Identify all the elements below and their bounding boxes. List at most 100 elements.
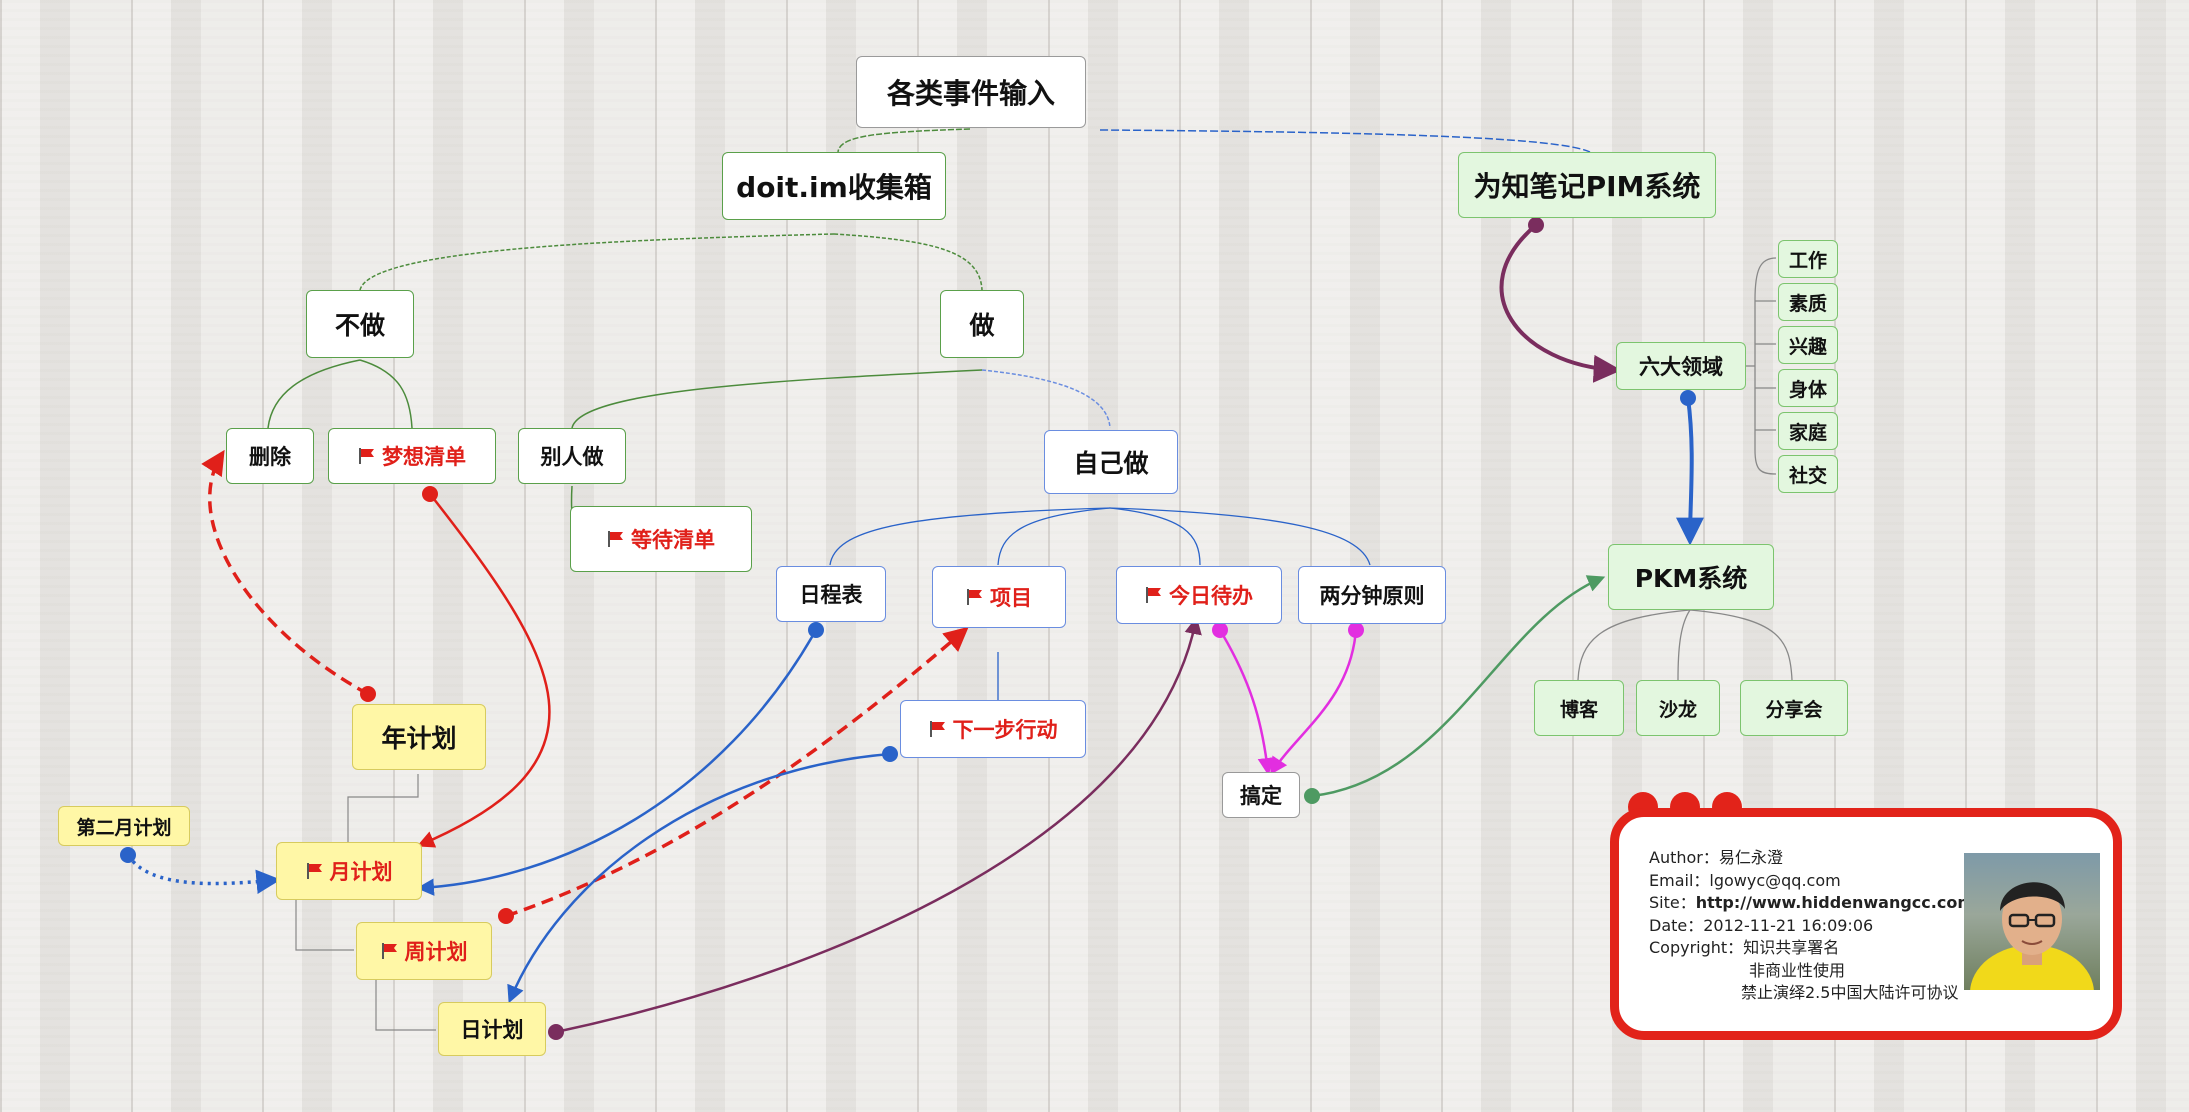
node-label: 搞定 — [1240, 784, 1282, 808]
arrow-twomin-to-done — [1270, 629, 1358, 775]
node-label: 删除 — [249, 445, 291, 469]
node-do[interactable]: 做 — [940, 290, 1024, 358]
node-week-plan[interactable]: 周计划 — [356, 922, 492, 980]
node-label: 周计划 — [404, 940, 468, 964]
arrow-week-to-project — [505, 626, 969, 918]
author-info-text: Author：易仁永澄 Email：lgowyc@qq.com Site：htt… — [1649, 847, 1974, 1005]
node-share-meeting[interactable]: 分享会 — [1740, 680, 1848, 736]
dot-day — [548, 1024, 564, 1040]
copyright-row: 禁止演绎2.5中国大陆许可协议 — [1649, 982, 1974, 1005]
node-project[interactable]: 项目 — [932, 566, 1066, 628]
node-label: 六大领域 — [1639, 355, 1723, 379]
node-feb-plan[interactable]: 第二月计划 — [58, 806, 190, 846]
author-portrait-icon — [1970, 882, 2094, 990]
node-done[interactable]: 搞定 — [1222, 772, 1300, 818]
date-row: Date：2012-11-21 16:09:06 — [1649, 915, 1974, 938]
node-area-interest[interactable]: 兴趣 — [1778, 326, 1838, 364]
node-root-events-input[interactable]: 各类事件输入 — [856, 56, 1086, 128]
node-area-social[interactable]: 社交 — [1778, 455, 1838, 493]
node-label: 素质 — [1788, 292, 1827, 315]
node-label: 自己做 — [1073, 449, 1149, 478]
node-label: 下一步行动 — [952, 718, 1058, 742]
node-year-plan[interactable]: 年计划 — [352, 704, 486, 770]
node-label: 两分钟原则 — [1319, 584, 1425, 608]
node-area-work[interactable]: 工作 — [1778, 240, 1838, 278]
node-label: 第二月计划 — [76, 816, 172, 839]
flag-icon — [381, 943, 397, 959]
node-label: 博客 — [1559, 698, 1598, 721]
email-link[interactable]: lgowyc@qq.com — [1709, 870, 1841, 890]
link-plan-bracket-month — [295, 900, 354, 951]
node-month-plan[interactable]: 月计划 — [276, 842, 422, 900]
link-self-today — [1109, 507, 1201, 566]
node-blog[interactable]: 博客 — [1534, 680, 1624, 736]
node-day-plan[interactable]: 日计划 — [438, 1002, 546, 1056]
flag-icon — [359, 448, 374, 464]
node-wiz-pim[interactable]: 为知笔记PIM系统 — [1458, 152, 1716, 218]
link-inbox-do — [833, 233, 983, 291]
author-photo — [1964, 853, 2100, 990]
node-not-do[interactable]: 不做 — [306, 290, 414, 358]
link-do-self — [981, 369, 1111, 429]
dot-week — [498, 908, 514, 924]
link-pkm-share — [1689, 609, 1793, 681]
node-label: 月计划 — [329, 860, 393, 884]
node-label: 今日待办 — [1169, 584, 1253, 608]
dot-today — [1212, 622, 1228, 638]
arrow-year-to-delete — [201, 449, 369, 696]
dot-twomin — [1348, 622, 1364, 638]
date-label: Date： — [1649, 915, 1704, 935]
dot-schedule — [808, 622, 824, 638]
node-label: doit.im收集箱 — [736, 171, 932, 204]
author-value: 易仁永澄 — [1718, 848, 1783, 867]
dot-dream — [422, 486, 438, 502]
link-notdo-dream — [359, 359, 413, 429]
node-six-areas[interactable]: 六大领域 — [1616, 342, 1746, 390]
link-root-inbox — [837, 128, 971, 153]
arrow-today-to-done — [1218, 629, 1276, 776]
link-self-project — [997, 507, 1111, 566]
node-label: 年计划 — [381, 724, 457, 753]
node-others-do[interactable]: 别人做 — [518, 428, 626, 484]
node-waiting-list[interactable]: 等待清单 — [570, 506, 752, 572]
node-pkm-system[interactable]: PKM系统 — [1608, 544, 1774, 610]
link-plan-bracket-year — [347, 774, 419, 860]
link-pkm-salon — [1677, 609, 1691, 681]
node-self-do[interactable]: 自己做 — [1044, 430, 1178, 494]
node-label: 等待清单 — [631, 528, 715, 552]
node-label: PKM系统 — [1634, 564, 1748, 593]
dot-year — [360, 686, 376, 702]
author-row: Author：易仁永澄 — [1649, 847, 1974, 870]
node-schedule[interactable]: 日程表 — [776, 566, 886, 622]
node-area-quality[interactable]: 素质 — [1778, 283, 1838, 321]
date-value: 2012-11-21 16:09:06 — [1703, 915, 1874, 935]
node-doit-inbox[interactable]: doit.im收集箱 — [722, 152, 946, 220]
site-link[interactable]: http://www.hiddenwangcc.com — [1695, 893, 1974, 912]
copyright-row: Copyright：知识共享署名 — [1649, 937, 1974, 960]
node-dream-list[interactable]: 梦想清单 — [328, 428, 496, 484]
node-label: 身体 — [1788, 378, 1827, 401]
node-area-body[interactable]: 身体 — [1778, 369, 1838, 407]
dot-done — [1304, 788, 1320, 804]
copyright-row: 非商业性使用 — [1649, 960, 1974, 983]
arrow-day-to-today — [555, 616, 1202, 1034]
site-label: Site： — [1649, 893, 1696, 912]
node-salon[interactable]: 沙龙 — [1636, 680, 1720, 736]
node-today-todo[interactable]: 今日待办 — [1116, 566, 1282, 624]
node-label: 各类事件输入 — [886, 77, 1055, 110]
author-label: Author： — [1649, 848, 1719, 867]
node-label: 日计划 — [460, 1018, 524, 1042]
node-delete[interactable]: 删除 — [226, 428, 314, 484]
node-two-minute-rule[interactable]: 两分钟原则 — [1298, 566, 1446, 624]
node-area-family[interactable]: 家庭 — [1778, 412, 1838, 450]
arrow-schedule-to-month — [416, 629, 818, 896]
flag-icon — [929, 721, 945, 737]
node-label: 项目 — [990, 586, 1032, 610]
node-label: 社交 — [1788, 464, 1827, 487]
copyright-line: 知识共享署名 — [1743, 938, 1840, 957]
node-label: 兴趣 — [1788, 335, 1827, 358]
arrow-next-to-day — [507, 752, 891, 1004]
node-label: 为知笔记PIM系统 — [1473, 170, 1701, 203]
node-next-action[interactable]: 下一步行动 — [900, 700, 1086, 758]
link-areas-bracket — [1754, 257, 1777, 475]
